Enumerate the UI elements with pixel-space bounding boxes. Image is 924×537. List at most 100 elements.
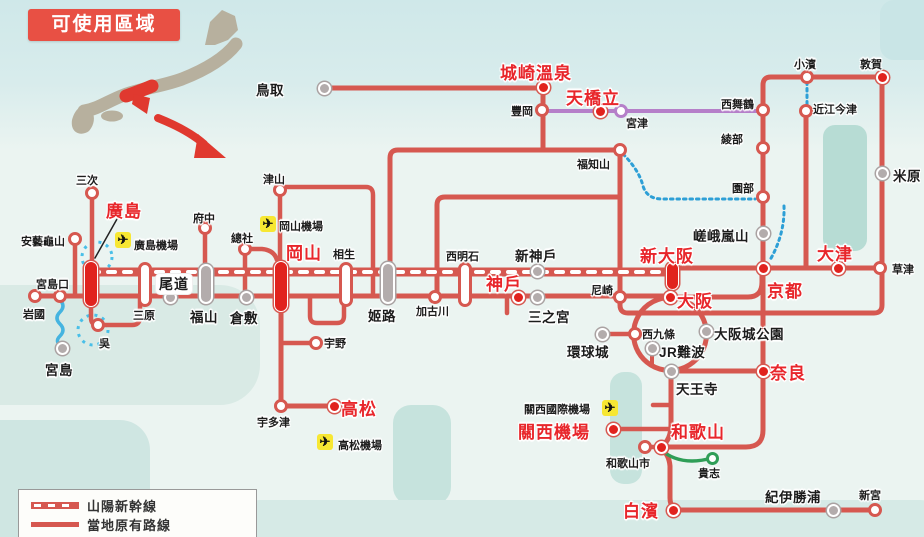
station-marker: [663, 290, 677, 304]
airplane-icon: ✈: [317, 434, 333, 450]
station-label: 姬路: [368, 309, 396, 324]
station-label: 鳥取: [256, 83, 284, 98]
station-marker: [55, 341, 69, 355]
station-label: 大阪: [677, 292, 713, 311]
rail-line: [55, 298, 65, 348]
rail-line: [244, 246, 280, 263]
station-label: 加古川: [416, 306, 449, 318]
station-label: 岡山: [286, 244, 322, 263]
station-label: 府中: [193, 213, 215, 225]
station-label: JR難波: [659, 345, 706, 360]
station-label: 安藝龜山: [21, 236, 65, 248]
station-marker: [381, 262, 395, 304]
station-marker: [138, 261, 152, 307]
station-marker: [756, 103, 770, 117]
station-marker: [613, 290, 627, 304]
station-label: 西舞鶴: [721, 99, 754, 111]
station-label: 和歌山: [671, 423, 725, 442]
station-label: 宇多津: [257, 417, 290, 429]
station-label: 總社: [231, 233, 253, 245]
station-marker: [664, 364, 678, 378]
station-marker: [273, 183, 287, 197]
station-label: 西九條: [642, 329, 675, 341]
airplane-icon: ✈: [115, 232, 131, 248]
station-label: 天王寺: [676, 382, 718, 397]
station-label: 環球城: [567, 345, 609, 360]
station-label: 津山: [263, 174, 285, 186]
station-label: 宇野: [324, 338, 346, 350]
station-label: 白濱: [623, 502, 659, 521]
rail-line: [768, 204, 786, 262]
station-marker: [875, 70, 889, 84]
station-marker: [868, 503, 882, 517]
station-marker: [756, 364, 770, 378]
station-marker: [428, 290, 442, 304]
station-marker: [875, 166, 889, 180]
rail-line: [658, 370, 674, 449]
airplane-icon: ✈: [260, 216, 276, 232]
station-marker: [628, 327, 642, 341]
station-label: 小濱: [794, 59, 816, 71]
station-label: 大津: [817, 245, 853, 264]
station-marker: [274, 260, 288, 312]
station-label: 米原: [893, 169, 921, 184]
station-marker: [645, 341, 659, 355]
station-marker: [274, 399, 288, 413]
legend-item-shinkansen: 山陽新幹線: [31, 498, 158, 514]
station-label: 奈良: [770, 364, 806, 383]
airport-label: 關西國際機場: [524, 404, 590, 416]
station-marker: [239, 290, 253, 304]
station-label: 大阪城公園: [714, 327, 784, 342]
station-label: 紀伊勝浦: [765, 490, 821, 505]
station-marker: [511, 290, 525, 304]
station-label: 京都: [767, 282, 803, 301]
station-marker: [84, 261, 98, 307]
station-label: 高松: [341, 400, 377, 419]
station-marker: [309, 336, 323, 350]
station-marker: [198, 221, 212, 235]
station-label: 豐岡: [511, 106, 533, 118]
rail-line: [663, 265, 766, 450]
airport-label: 岡山機場: [279, 221, 323, 233]
station-marker: [199, 264, 213, 304]
station-label: 廣島: [106, 202, 142, 221]
station-marker: [756, 141, 770, 155]
station-marker: [458, 261, 472, 307]
station-label: 城崎溫泉: [500, 64, 572, 83]
station-marker: [699, 324, 713, 338]
station-marker: [756, 190, 770, 204]
rail-line: [617, 74, 885, 316]
station-label: 草津: [892, 264, 914, 276]
station-marker: [530, 264, 544, 278]
station-label: 福山: [190, 310, 218, 325]
rail-line: [621, 152, 757, 201]
legend-item-local: 當地原有路線: [31, 517, 171, 533]
rail-line: [307, 294, 347, 326]
station-marker: [68, 232, 82, 246]
station-marker: [339, 261, 353, 307]
station-marker: [238, 242, 252, 256]
station-label: 三之宮: [528, 310, 570, 325]
station-marker: [613, 143, 627, 157]
station-label: 神戶: [486, 275, 522, 294]
station-label: 園部: [732, 183, 754, 195]
rail-line: [434, 194, 623, 298]
station-marker: [666, 503, 680, 517]
local-line-symbol: [31, 521, 79, 527]
rail-line: [387, 147, 623, 268]
legend-label: 山陽新幹線: [87, 498, 158, 514]
station-label: 三次: [76, 175, 98, 187]
station-marker: [638, 440, 652, 454]
station-label: 尼崎: [591, 285, 613, 297]
station-marker: [530, 290, 544, 304]
station-label: 貴志: [698, 468, 720, 480]
station-marker: [317, 81, 331, 95]
airport-label: 廣島機場: [134, 240, 178, 252]
station-marker: [595, 327, 609, 341]
station-marker: [799, 104, 813, 118]
station-marker: [831, 261, 845, 275]
station-marker: [665, 262, 679, 290]
station-marker: [327, 399, 341, 413]
station-label: 倉敷: [230, 311, 258, 326]
station-marker: [826, 503, 840, 517]
